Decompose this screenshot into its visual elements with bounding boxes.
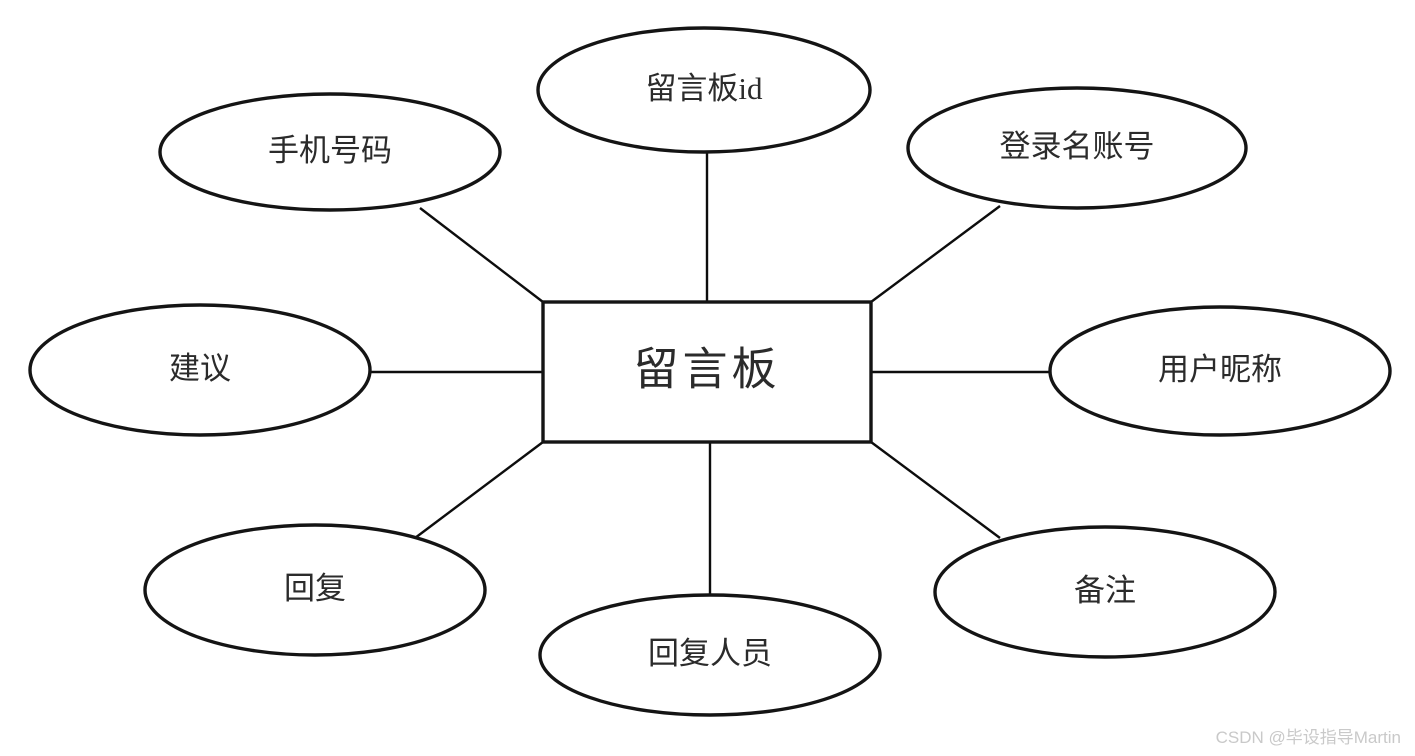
attribute-node-suggestion[interactable]: 建议 bbox=[28, 303, 372, 437]
entity-rect[interactable] bbox=[541, 300, 873, 444]
attribute-node-reply[interactable]: 回复 bbox=[143, 523, 487, 657]
connector-remark bbox=[870, 441, 1001, 539]
attribute-ellipse[interactable] bbox=[536, 26, 872, 154]
connector-reply bbox=[414, 441, 544, 539]
attribute-ellipse[interactable] bbox=[1048, 305, 1392, 437]
attribute-ellipse[interactable] bbox=[933, 525, 1277, 659]
attribute-label: 登录名账号 bbox=[1000, 129, 1155, 164]
attribute-label: 回复人员 bbox=[648, 636, 772, 671]
csdn-watermark: CSDN @毕设指导Martin bbox=[1215, 728, 1401, 747]
attribute-ellipse[interactable] bbox=[538, 593, 882, 717]
connector-lines bbox=[370, 152, 1050, 595]
attribute-ellipse[interactable] bbox=[28, 303, 372, 437]
attribute-label: 备注 bbox=[1074, 573, 1136, 608]
entity-node-message-board[interactable]: 留言板 bbox=[541, 300, 873, 444]
attribute-ellipse[interactable] bbox=[143, 523, 487, 657]
attribute-node-remark[interactable]: 备注 bbox=[933, 525, 1277, 659]
connector-phone bbox=[419, 207, 544, 303]
attribute-node-reply-person[interactable]: 回复人员 bbox=[538, 593, 882, 717]
attribute-node-login-account[interactable]: 登录名账号 bbox=[906, 86, 1248, 210]
attribute-label: 留言板id bbox=[645, 71, 763, 106]
entity-label: 留言板 bbox=[633, 344, 780, 394]
attribute-node-phone[interactable]: 手机号码 bbox=[158, 92, 502, 212]
attribute-ellipse[interactable] bbox=[158, 92, 502, 212]
attribute-label: 手机号码 bbox=[268, 133, 392, 168]
attribute-ellipse[interactable] bbox=[906, 86, 1248, 210]
attribute-node-board-id[interactable]: 留言板id bbox=[536, 26, 872, 154]
attribute-label: 回复 bbox=[284, 571, 346, 606]
attribute-label: 建议 bbox=[169, 351, 231, 386]
attribute-label: 用户昵称 bbox=[1158, 352, 1282, 387]
attribute-node-nickname[interactable]: 用户昵称 bbox=[1048, 305, 1392, 437]
connector-login-account bbox=[870, 205, 1001, 303]
